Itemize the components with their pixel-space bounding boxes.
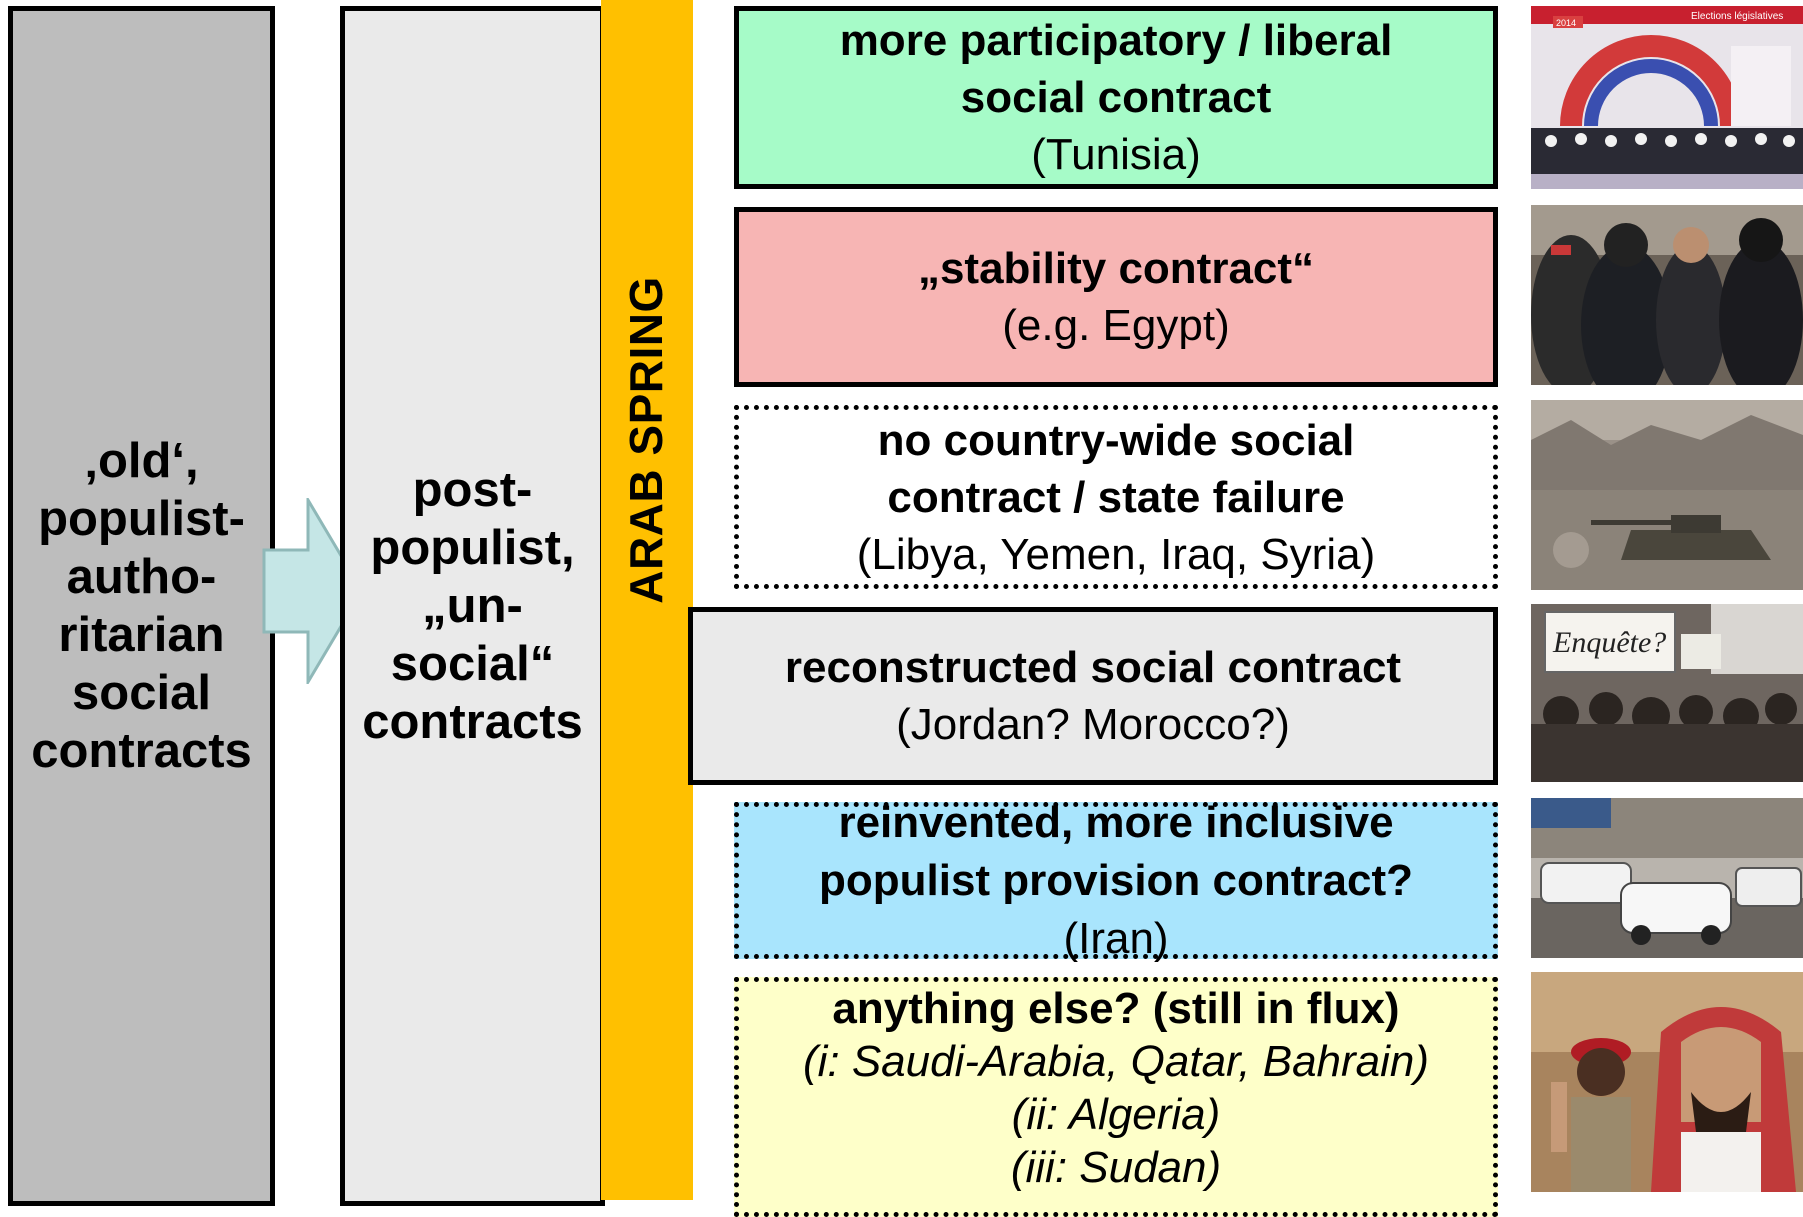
photo-egypt-police: [1531, 205, 1803, 385]
flux-item-iii: (iii: Sudan): [1010, 1143, 1222, 1192]
iran-title-2: populist provision contract?: [818, 855, 1414, 905]
old-line-6: contracts: [31, 724, 252, 778]
tunisia-title-2: social contract: [960, 73, 1272, 122]
box-still-in-flux: anything else? (still in flux) (i: Saudi…: [734, 977, 1498, 1217]
box-populist-provision: reinvented, more inclusive populist prov…: [734, 798, 1498, 963]
post-line-1: post-: [412, 463, 533, 517]
old-line-3: autho-: [66, 550, 217, 604]
photo-saudi-leader: [1531, 972, 1803, 1192]
recon-title: reconstructed social contract: [784, 643, 1402, 692]
egypt-country: (e.g. Egypt): [1002, 301, 1230, 350]
recon-countries: (Jordan? Morocco?): [896, 700, 1290, 749]
post-line-5: contracts: [362, 695, 583, 749]
box-state-failure: no country-wide social contract / state …: [734, 405, 1498, 589]
box-stability-contract: „stability contract“ (e.g. Egypt): [734, 207, 1498, 387]
photo-tunisia-elections: Elections législatives 2014: [1531, 6, 1803, 189]
tunisia-title-1: more participatory / liberal: [839, 16, 1393, 65]
tunisia-country: (Tunisia): [1031, 130, 1201, 179]
transition-arrow-icon: [262, 498, 364, 684]
tunisia-photo-year: 2014: [1556, 18, 1576, 28]
failure-title-1: no country-wide social: [877, 415, 1355, 465]
photo-syria-destruction: [1531, 400, 1803, 590]
flux-item-i: (i: Saudi-Arabia, Qatar, Bahrain): [802, 1037, 1430, 1086]
failure-countries: (Libya, Yemen, Iraq, Syria): [856, 529, 1376, 579]
photo-morocco-protest: Enquête?: [1531, 604, 1803, 782]
flux-title: anything else? (still in flux): [832, 984, 1400, 1033]
arab-spring-bar: [601, 0, 693, 1200]
post-line-2: populist,: [370, 521, 575, 575]
flux-item-ii: (ii: Algeria): [1011, 1090, 1221, 1139]
old-line-2: populist-: [38, 492, 245, 546]
egypt-title: „stability contract“: [917, 244, 1315, 293]
morocco-photo-sign: Enquête?: [1552, 626, 1666, 659]
failure-title-2: contract / state failure: [887, 472, 1345, 522]
photo-iran-traffic: [1531, 798, 1803, 958]
old-line-5: social: [72, 666, 211, 720]
iran-title-1: reinvented, more inclusive: [838, 797, 1394, 847]
post-populist-column: post- populist, „un- social“ contracts: [340, 6, 605, 1206]
old-line-4: ritarian: [58, 608, 225, 662]
box-liberal-contract: more participatory / liberal social cont…: [734, 6, 1498, 189]
arab-spring-label: ARAB SPRING: [620, 276, 672, 604]
iran-country: (Iran): [1063, 913, 1169, 963]
tunisia-photo-header: Elections législatives: [1691, 11, 1783, 22]
old-contracts-column: ‚old‘, populist- autho- ritarian social …: [8, 6, 275, 1206]
post-line-4: social“: [390, 637, 555, 691]
old-line-1: ‚old‘,: [84, 434, 199, 488]
box-reconstructed-contract: reconstructed social contract (Jordan? M…: [688, 607, 1498, 785]
post-line-3: „un-: [422, 579, 523, 633]
